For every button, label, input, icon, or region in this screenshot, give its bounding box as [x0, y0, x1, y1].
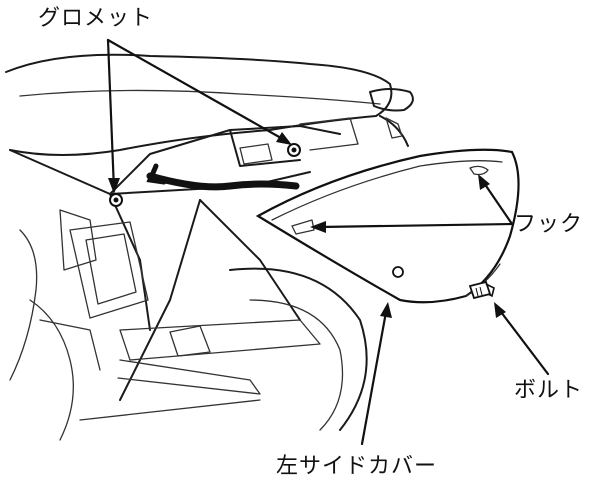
grommet-leaders [106, 38, 292, 194]
frame [9, 117, 359, 441]
label-bolt: ボルト [514, 378, 584, 403]
wire-clip [146, 163, 167, 185]
side-cover-leader [360, 302, 392, 446]
wire-harness [146, 172, 300, 191]
label-left-side-cover: 左サイドカバー [276, 454, 438, 479]
bolt [468, 280, 495, 300]
rear-fender [369, 88, 414, 147]
bolt-leader [494, 302, 550, 376]
label-hook: フック [514, 212, 584, 237]
seat [5, 53, 393, 156]
hook-leaders [310, 174, 514, 233]
rear-wheel [79, 267, 368, 431]
label-grommet: グロメット [38, 6, 154, 31]
grommet-front [109, 193, 123, 207]
grommet-rear [287, 143, 301, 157]
